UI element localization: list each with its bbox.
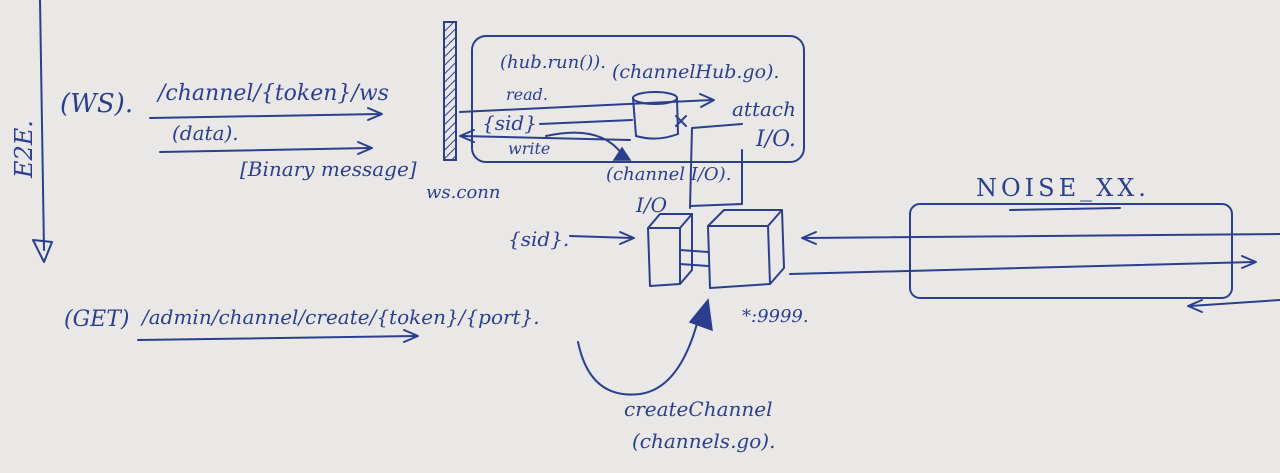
hub-run-label: (hub.run()). — [500, 52, 606, 73]
hub-box — [471, 35, 805, 163]
channel-sid-arrow — [569, 231, 635, 245]
hub-sid-arrow — [539, 119, 633, 125]
channel-box-large — [707, 209, 785, 289]
ws-message-label: [Binary message] — [240, 157, 417, 181]
create-func-label: createChannel — [624, 397, 773, 421]
e2e-arrow — [32, 0, 53, 263]
channel-port-label: *:9999. — [742, 306, 809, 327]
hub-sid-label: {sid} — [482, 111, 537, 135]
hub-channel-io-marker — [612, 146, 632, 161]
hub-channel-io-label: (channel I/O). — [606, 164, 731, 185]
channel-link-arrow — [679, 249, 709, 267]
noise-label: NOISE_XX. — [976, 174, 1150, 202]
create-file-label: (channels.go). — [632, 429, 775, 453]
create-curve-arrow — [577, 311, 701, 396]
channel-box-small — [647, 213, 693, 287]
hub-read-label: read. — [506, 85, 548, 104]
ws-conn-wall — [443, 21, 457, 161]
ws-path-arrow — [149, 107, 383, 121]
hub-write-label: write — [508, 139, 550, 158]
hub-cylinder — [632, 91, 679, 140]
ws-conn-label: ws.conn — [426, 182, 500, 203]
ws-data-arrow — [159, 141, 373, 155]
ws-method: (WS). — [60, 89, 133, 119]
noise-underline — [1009, 207, 1121, 211]
hub-loop-arrow — [545, 131, 623, 155]
noise-return-arrow — [1187, 299, 1280, 313]
ws-data-label: (data). — [172, 121, 239, 145]
noise-out-arrow — [789, 255, 1257, 275]
attach-arrow — [675, 115, 743, 209]
create-arrow-head — [688, 298, 713, 332]
e2e-label: E2E. — [10, 120, 38, 179]
noise-box — [909, 203, 1233, 299]
hub-attach-label: attach — [732, 97, 796, 121]
hub-file-label: (channelHub.go). — [612, 61, 779, 83]
noise-in-arrow — [801, 231, 1280, 245]
ws-path: /channel/{token}/ws — [156, 81, 389, 106]
channel-sid-label: {sid}. — [508, 227, 569, 251]
admin-method: (GET) — [64, 307, 129, 332]
admin-path: /admin/channel/create/{token}/{port}. — [140, 305, 540, 329]
hub-write-arrow — [459, 129, 631, 143]
admin-path-arrow — [137, 329, 419, 343]
hub-io-right-label: I/O. — [755, 127, 796, 152]
